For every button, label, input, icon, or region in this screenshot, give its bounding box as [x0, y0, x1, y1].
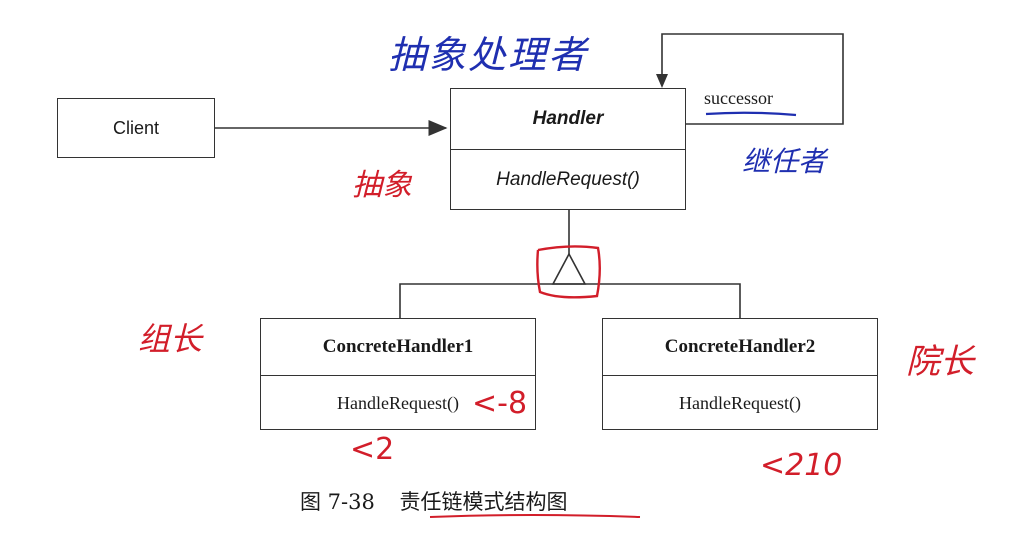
- concrete-handler2-name: ConcreteHandler2: [664, 336, 816, 357]
- handler-method: HandleRequest(): [496, 169, 640, 190]
- figure-caption: 图 7-38 责任链模式结构图: [300, 486, 586, 516]
- concrete-handler1-method: HandleRequest(): [337, 392, 459, 413]
- successor-arrow-head: [656, 74, 668, 88]
- handwritten-underline-successor: [705, 111, 797, 117]
- handwritten-underline-caption: [429, 514, 641, 518]
- annotation-right-note: 院长: [906, 342, 974, 382]
- concrete-handler1-box: ConcreteHandler1 HandleRequest(): [260, 318, 536, 430]
- annotation-c1-method-note: <-8: [472, 386, 528, 421]
- concrete-handler2-method: HandleRequest(): [679, 392, 801, 413]
- annotation-abstract: 抽象: [352, 168, 412, 203]
- client-class-box: Client: [57, 98, 215, 158]
- handler-class-box: Handler HandleRequest(): [450, 88, 686, 210]
- client-label: Client: [112, 117, 160, 138]
- concrete-handler1-name: ConcreteHandler1: [322, 336, 474, 357]
- successor-label: successor: [704, 88, 773, 108]
- generalization-branches: [399, 283, 741, 318]
- annotation-c1-below-note: <2: [350, 432, 395, 467]
- generalization-triangle: [551, 252, 587, 285]
- annotation-left-note: 组长: [138, 320, 203, 358]
- annotation-c2-below-note: <210: [760, 448, 843, 483]
- figure-number: 图 7-38: [300, 490, 375, 514]
- handler-class-name: Handler: [532, 108, 604, 129]
- handwritten-bracket-triangle: [536, 245, 601, 299]
- annotation-abstract-handler: 抽象处理者: [388, 33, 589, 77]
- successor-self-association: [661, 33, 844, 125]
- concrete-handler2-box: ConcreteHandler2 HandleRequest(): [602, 318, 878, 430]
- figure-title: 责任链模式结构图: [399, 490, 568, 514]
- annotation-successor-note: 继任者: [742, 145, 827, 178]
